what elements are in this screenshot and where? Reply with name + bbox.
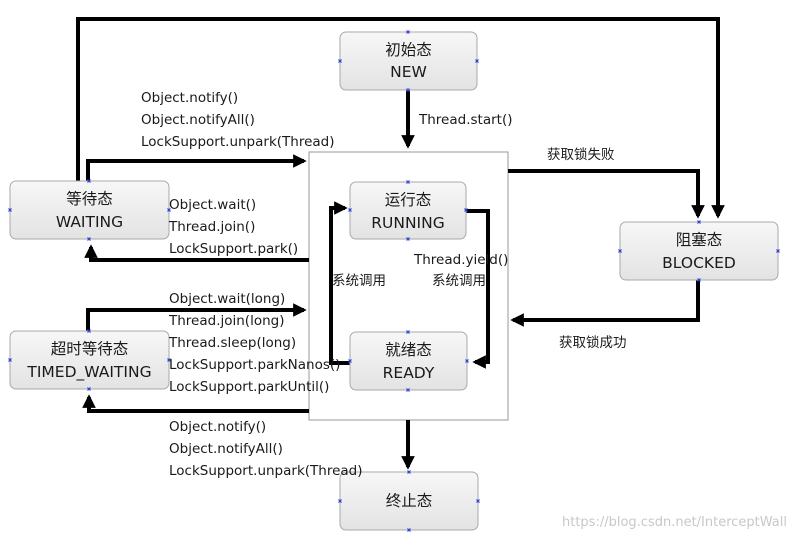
state-running-en: RUNNING [371,214,444,232]
arrow-running-to-ready [466,209,490,369]
arrow-blocked-to-runnable [510,280,700,327]
arrow-timed-waiting-to-runnable [86,303,307,331]
labels-to-waiting: Object.wait() Thread.join() LockSupport.… [168,197,298,257]
arrow-runnable-to-blocked [508,169,705,219]
label-park-nanos: LockSupport.parkNanos() [169,357,340,373]
label-system-call-left: 系统调用 [332,273,386,289]
label-thread-join: Thread.join() [168,219,255,235]
arrow-waiting-to-blocked [76,17,725,219]
state-ready-en: READY [383,364,435,382]
watermark: https://blog.csdn.net/InterceptWall [562,515,787,530]
state-timed-waiting-cn: 超时等待态 [51,340,129,358]
label-timed-notify: Object.notify() [169,419,266,435]
connection-markers [8,30,780,532]
label-thread-sleep-long: Thread.sleep(long) [168,335,296,351]
state-blocked: 阻塞态 BLOCKED [619,221,779,281]
state-waiting-cn: 等待态 [66,190,113,208]
arrow-ready-to-running [329,201,350,365]
state-ready: 就绪态 READY [349,331,468,391]
arrow-runnable-to-timed-waiting [82,394,309,413]
transition-arrows [76,17,725,470]
state-running: 运行态 RUNNING [349,181,467,240]
state-terminated: 终止态 [339,471,479,531]
state-terminated-cn: 终止态 [386,492,433,510]
state-timed-waiting: 超时等待态 TIMED_WAITING [9,330,170,390]
state-ready-cn: 就绪态 [385,341,432,359]
labels-to-timed-waiting: Object.wait(long) Thread.join(long) Thre… [168,291,340,395]
state-blocked-en: BLOCKED [662,254,736,272]
label-thread-start: Thread.start() [418,112,512,128]
state-new: 初始态 NEW [339,31,478,91]
label-notify-all: Object.notifyAll() [141,112,255,128]
state-new-cn: 初始态 [385,41,432,59]
label-timed-notify-all: Object.notifyAll() [169,441,283,457]
label-park-until: LockSupport.parkUntil() [169,379,329,395]
arrow-runnable-to-waiting [84,244,309,262]
label-thread-yield: Thread.yield() [413,252,508,268]
arrow-waiting-to-runnable [86,154,307,181]
state-blocked-cn: 阻塞态 [676,231,723,249]
state-new-en: NEW [390,63,427,81]
label-object-wait-long: Object.wait(long) [169,291,285,307]
label-lock-fail: 获取锁失败 [547,147,615,163]
label-system-call-right: 系统调用 [432,273,486,289]
state-waiting-en: WAITING [56,213,123,231]
label-lock-success: 获取锁成功 [559,335,627,351]
labels-timed-notify: Object.notify() Object.notifyAll() LockS… [169,419,363,479]
state-waiting: 等待态 WAITING [9,180,170,240]
state-timed-waiting-en: TIMED_WAITING [26,363,151,382]
label-notify: Object.notify() [141,90,238,106]
label-timed-unpark: LockSupport.unpark(Thread) [169,463,363,479]
labels-notify-to-runnable: Object.notify() Object.notifyAll() LockS… [141,90,335,150]
label-unpark: LockSupport.unpark(Thread) [141,134,335,150]
state-running-cn: 运行态 [385,191,432,209]
label-object-wait: Object.wait() [169,197,256,213]
label-thread-join-long: Thread.join(long) [168,313,284,329]
label-park: LockSupport.park() [169,241,298,257]
